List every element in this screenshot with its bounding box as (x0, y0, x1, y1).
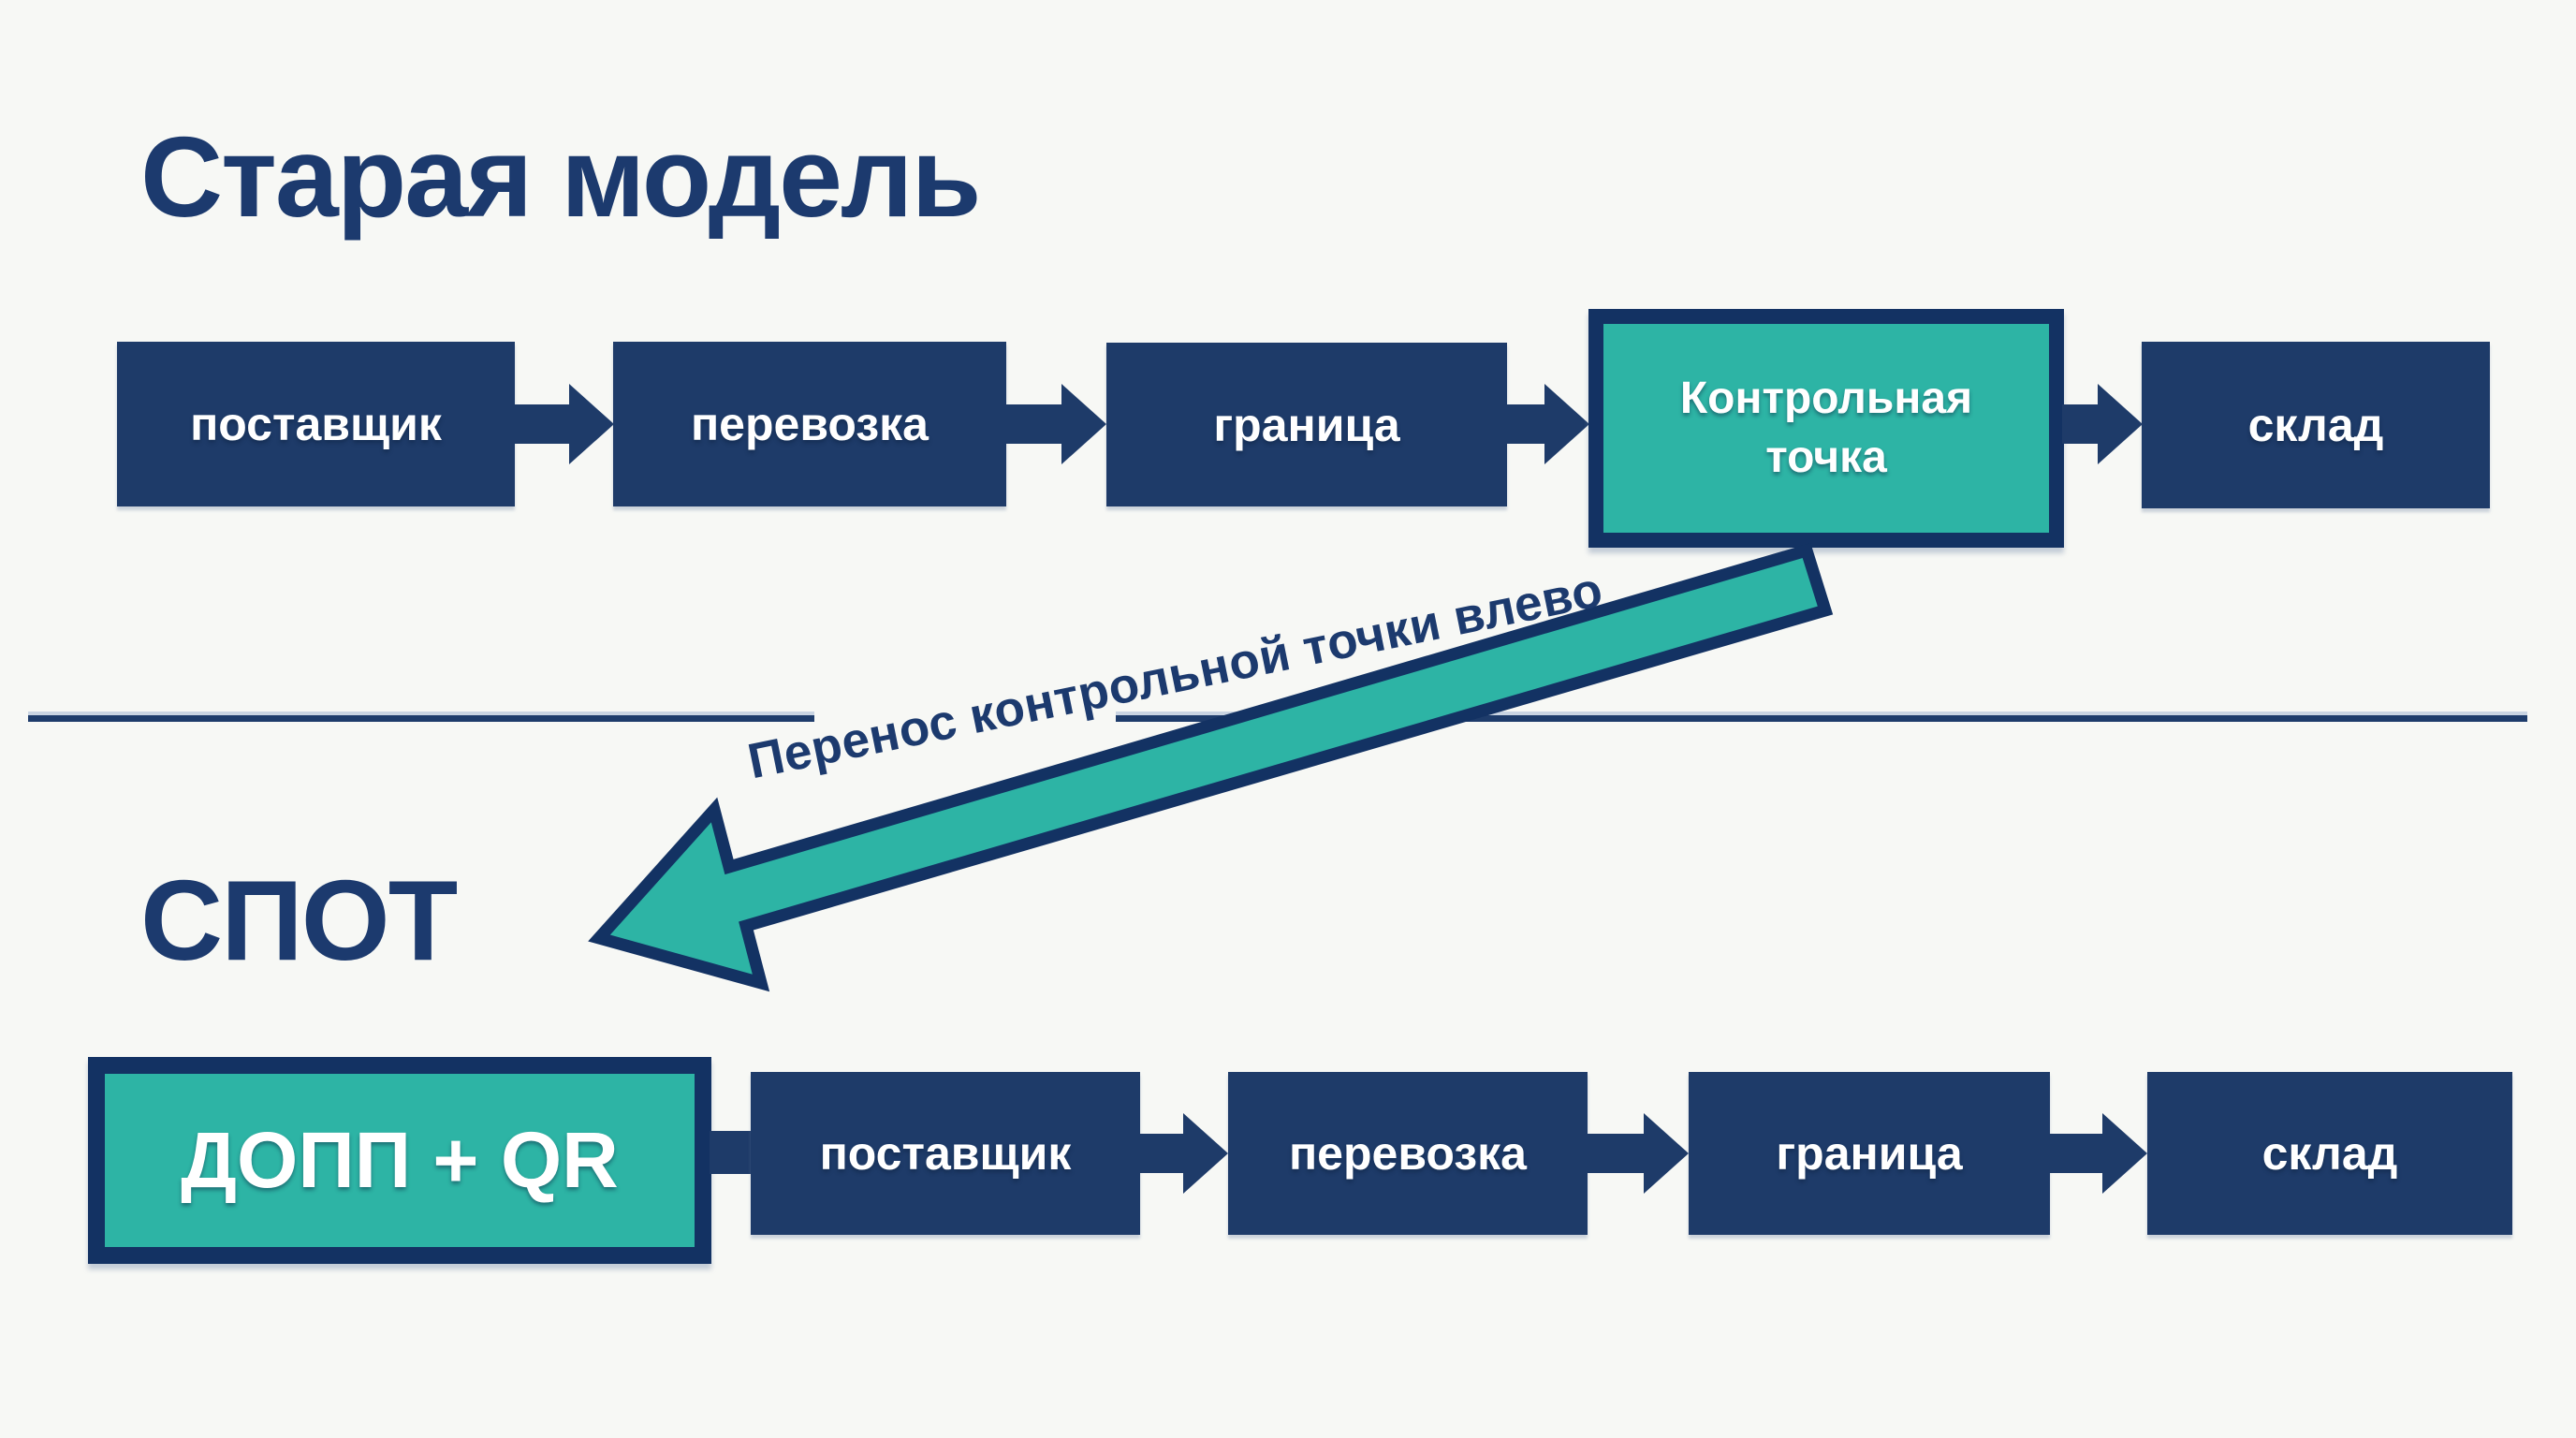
divider-line-right (1116, 715, 2527, 722)
flow-arrow-icon (1544, 384, 1589, 464)
new-flow-box-transport-label: перевозка (1288, 1127, 1527, 1180)
flow-arrow-icon (569, 384, 614, 464)
new-flow-box-transport: перевозка (1228, 1072, 1588, 1235)
old-flow-box-control-point: Контрольная точка (1588, 309, 2064, 548)
new-model-title: СПОТ (140, 857, 458, 984)
flow-arrow-stem (1586, 1134, 1644, 1173)
old-flow-box-border: граница (1106, 343, 1507, 506)
old-model-title: Старая модель (140, 113, 982, 241)
new-flow-box-supplier: поставщик (751, 1072, 1140, 1235)
old-flow-box-transport: перевозка (613, 342, 1006, 506)
new-flow-box-warehouse-label: склад (2261, 1127, 2398, 1180)
flow-arrow-stem (1505, 404, 1546, 444)
flow-arrow-icon (2098, 384, 2143, 464)
flow-arrow-stem (1138, 1134, 1183, 1173)
old-flow-box-supplier-label: поставщик (190, 398, 442, 450)
old-flow-box-warehouse: склад (2142, 342, 2490, 508)
flow-arrow-icon (1061, 384, 1106, 464)
divider-line-left (28, 715, 814, 722)
flow-arrow-stem (2062, 404, 2100, 444)
flow-arrow-stem (1004, 404, 1062, 444)
old-flow-box-control-point-label: Контрольная точка (1679, 374, 1973, 482)
flow-connector-bar (710, 1131, 753, 1174)
old-flow-box-supplier: поставщик (117, 342, 515, 506)
new-flow-box-dopp-qr: ДОПП + QR (88, 1057, 711, 1264)
flow-arrow-icon (2102, 1113, 2147, 1194)
old-flow-box-border-label: граница (1213, 398, 1400, 451)
new-flow-box-warehouse: склад (2147, 1072, 2512, 1235)
new-flow-box-supplier-label: поставщик (819, 1127, 1072, 1180)
old-flow-box-warehouse-label: склад (2247, 399, 2384, 451)
new-flow-box-dopp-qr-label: ДОПП + QR (181, 1116, 619, 1204)
flow-arrow-icon (1644, 1113, 1689, 1194)
new-flow-box-border-label: граница (1776, 1127, 1963, 1180)
new-flow-box-border: граница (1689, 1072, 2050, 1235)
flow-arrow-stem (2048, 1134, 2102, 1173)
flow-arrow-icon (1183, 1113, 1228, 1194)
flow-arrow-stem (513, 404, 571, 444)
old-flow-box-transport-label: перевозка (690, 398, 929, 450)
